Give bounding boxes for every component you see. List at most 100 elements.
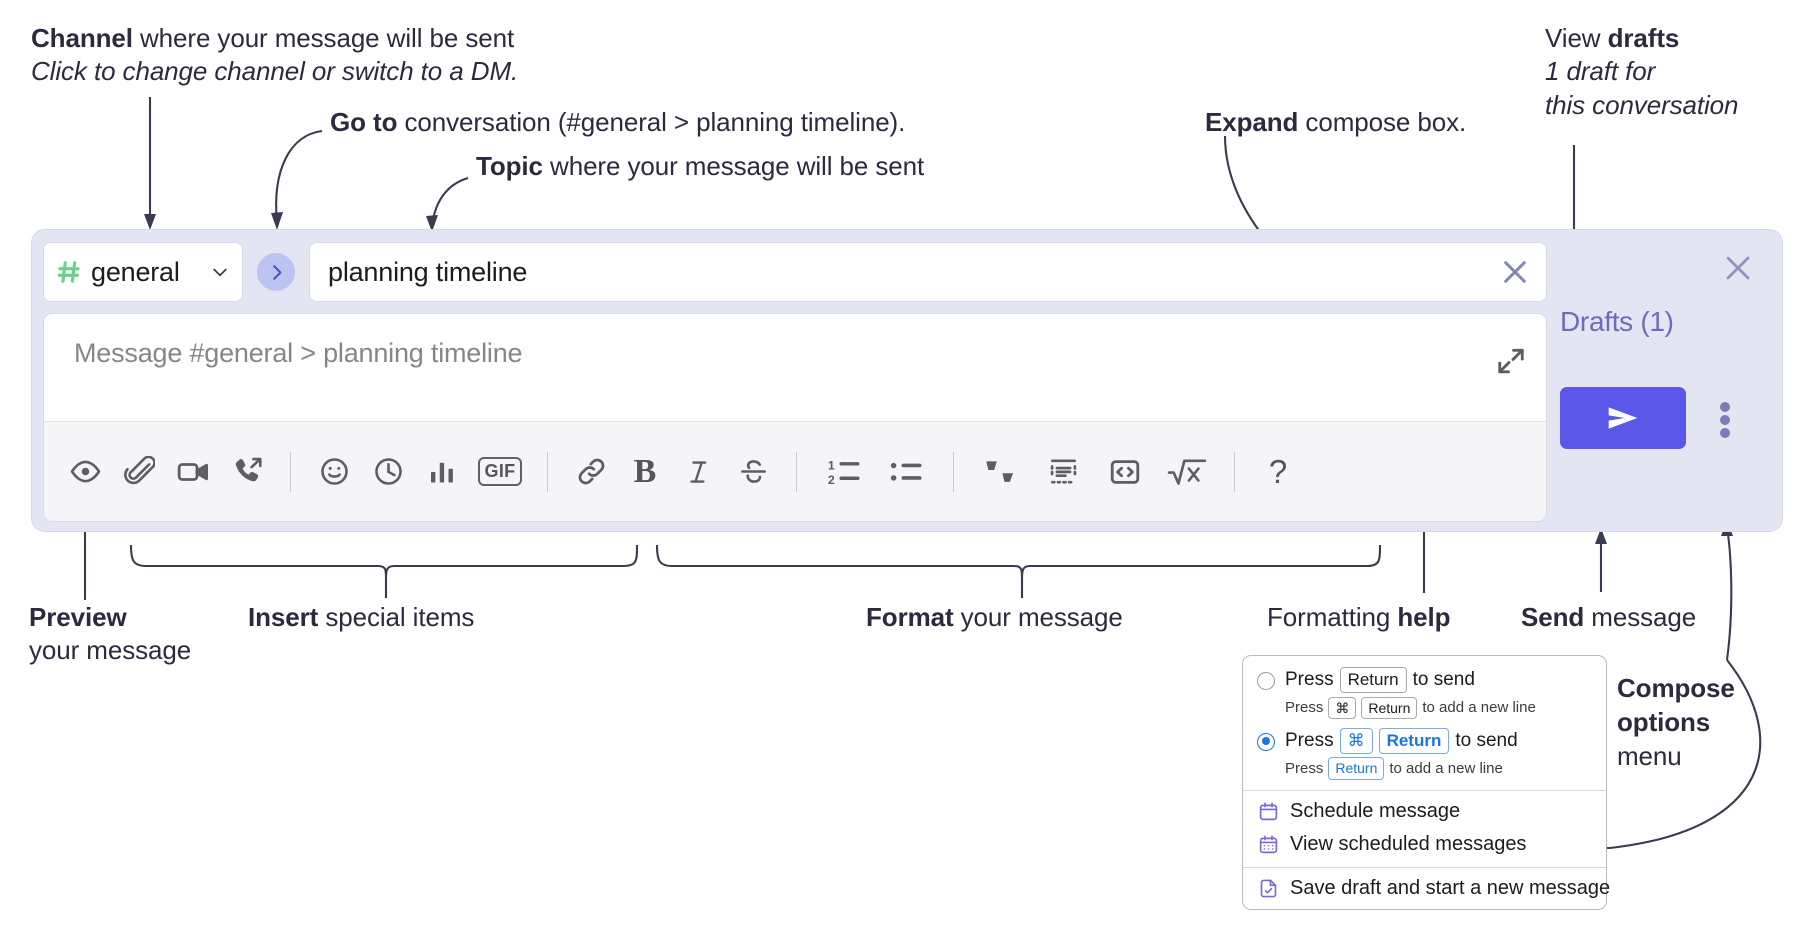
emoji-button[interactable] [307,445,361,499]
annotation-preview: Preview your message [29,601,191,668]
channel-topic-row: general planning timeline [43,241,1547,303]
annotation-format-bold: Format [866,602,954,632]
annotation-goto-bold: Go to [330,107,398,137]
annotation-compose-options-line2: options [1617,706,1711,737]
annotation-expand-bold: Expand [1205,107,1299,137]
topic-input[interactable]: planning timeline [309,242,1547,302]
annotation-compose-options: Compose options menu [1617,672,1735,773]
document-check-icon [1257,877,1279,899]
svg-text:2: 2 [828,473,835,487]
separator-2 [547,451,548,492]
video-camera-button[interactable] [166,445,220,499]
kebab-dot-1 [1720,402,1730,412]
italic-button[interactable] [672,445,726,499]
goto-conversation-button[interactable] [257,253,295,291]
annotation-help-pre: Formatting [1267,602,1398,632]
bold-label: B [633,452,657,490]
annotation-send: Send message [1521,601,1696,634]
annotation-insert-rest: special items [318,602,475,632]
text-to-send: to send [1455,729,1518,751]
preview-button[interactable] [58,445,112,499]
annotation-compose-options-line1: Compose [1617,673,1735,703]
annotation-send-rest: message [1584,602,1697,632]
radio-unselected[interactable] [1257,672,1275,690]
annotation-preview-line2: your message [29,635,192,666]
send-button[interactable] [1560,387,1686,449]
menu-divider-2 [1243,866,1606,868]
send-option-return[interactable]: Press Return to send Press ⌘ Return to a… [1243,662,1606,723]
phone-forward-button[interactable] [220,445,274,499]
formatting-toolbar: GIF B [44,421,1546,521]
kbd-return: Return [1339,667,1407,694]
annotation-expand-rest: compose box. [1298,107,1467,137]
annotation-insert-bold: Insert [248,602,319,632]
hash-icon [56,259,82,285]
drafts-link[interactable]: Drafts (1) [1560,306,1674,337]
bold-button[interactable]: B [618,445,672,499]
strikethrough-button[interactable] [726,445,780,499]
text-press: Press [1285,759,1324,777]
annotation-send-bold: Send [1521,602,1585,632]
annotation-goto: Go to conversation (#general > planning … [330,106,905,139]
message-placeholder: Message #general > planning timeline [74,338,523,368]
separator-3 [796,451,797,492]
send-option-cmd-return-label: Press ⌘ Return to send [1285,728,1518,755]
annotation-drafts: View drafts 1 draft for this conversatio… [1545,22,1739,122]
attach-button[interactable] [112,445,166,499]
annotation-channel-italic: Click to change channel or switch to a D… [31,56,519,87]
ordered-list-button[interactable]: 1 2 [813,445,875,499]
math-button[interactable] [1156,445,1218,499]
send-option-cmd-return-sub: Press Return to add a new line [1285,757,1518,780]
message-textarea[interactable]: Message #general > planning timeline [44,314,1546,422]
annotation-preview-bold: Preview [29,602,127,632]
channel-selector[interactable]: general [43,242,243,302]
close-icon[interactable] [1494,251,1536,293]
text-press: Press [1285,729,1334,751]
kebab-dot-2 [1720,415,1730,425]
close-icon[interactable] [1718,248,1758,288]
code-block-button[interactable] [1032,445,1094,499]
kebab-dot-3 [1720,428,1730,438]
text-add-new-line: to add a new line [1422,699,1536,717]
menu-item-save-draft[interactable]: Save draft and start a new message [1243,872,1610,905]
annotation-format-rest: your message [953,602,1123,632]
separator-1 [290,451,291,492]
menu-item-label: View scheduled messages [1290,832,1527,855]
menu-item-view-scheduled-messages[interactable]: View scheduled messages [1243,828,1606,861]
gif-button[interactable]: GIF [469,445,531,499]
send-option-return-label: Press Return to send [1285,667,1536,694]
menu-item-label: Save draft and start a new message [1290,876,1611,899]
annotation-insert: Insert special items [248,601,474,634]
bulleted-list-button[interactable] [875,445,937,499]
question-mark-icon: ? [1268,452,1288,490]
clock-button[interactable] [361,445,415,499]
annotation-format: Format your message [866,601,1123,634]
channel-name: general [91,256,180,287]
compose-options-button[interactable] [1710,402,1740,438]
menu-item-label: Schedule message [1290,799,1461,822]
radio-selected[interactable] [1257,732,1275,751]
expand-icon[interactable] [1494,344,1528,378]
message-input-box: Message #general > planning timeline [43,313,1547,522]
kbd-return: Return [1328,757,1385,780]
calendar-grid-icon [1257,833,1279,855]
link-button[interactable] [564,445,618,499]
annotation-drafts-bold: drafts [1607,23,1680,53]
kbd-command: ⌘ [1339,728,1373,755]
blockquote-button[interactable] [970,445,1032,499]
menu-item-schedule-message[interactable]: Schedule message [1243,795,1606,828]
send-arrow-icon [1608,407,1638,429]
separator-4 [953,451,954,492]
annotation-expand: Expand compose box. [1205,106,1466,139]
compose-right-rail: Drafts (1) [1546,230,1782,533]
separator-5 [1234,451,1235,492]
annotation-compose-options-line3: menu [1617,740,1682,771]
formatting-help-button[interactable]: ? [1251,445,1305,499]
text-to-send: to send [1412,669,1475,690]
poll-button[interactable] [415,445,469,499]
code-button[interactable] [1094,445,1156,499]
kbd-command: ⌘ [1328,696,1357,719]
annotation-topic-bold: Topic [476,151,543,181]
send-option-cmd-return[interactable]: Press ⌘ Return to send Press Return to a… [1243,723,1606,784]
